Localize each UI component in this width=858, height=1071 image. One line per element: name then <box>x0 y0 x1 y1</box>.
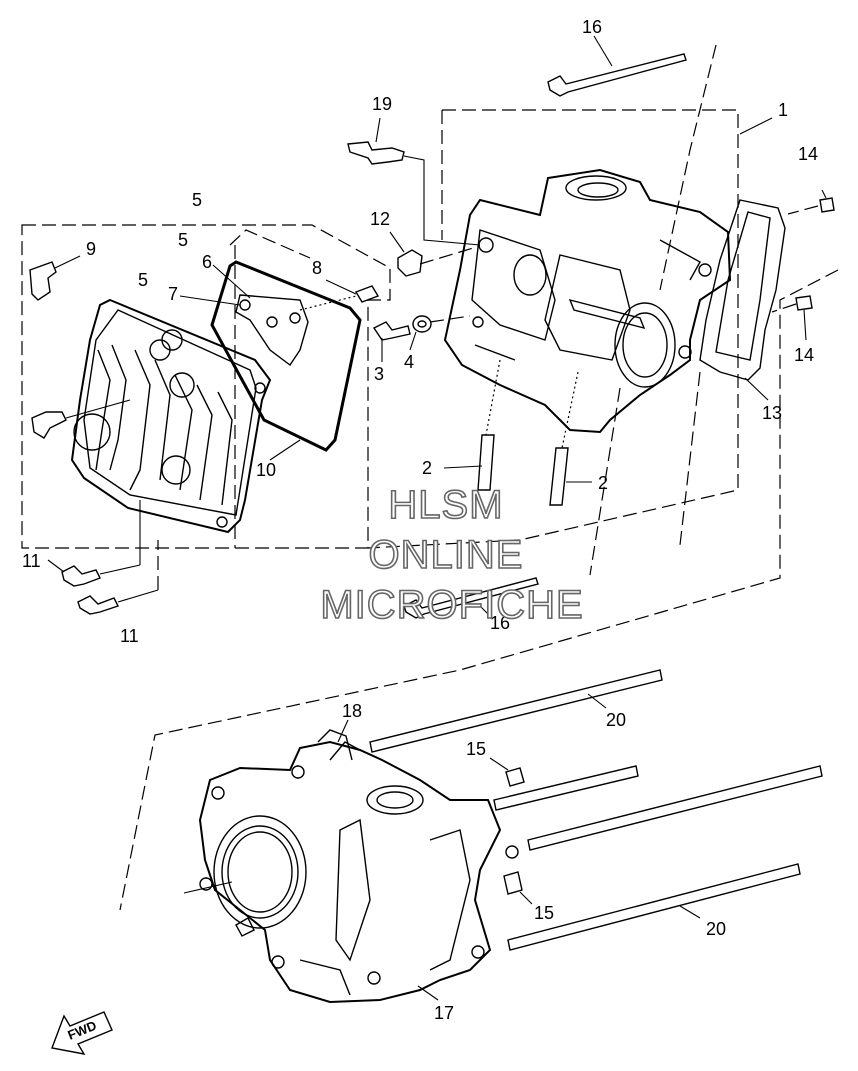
callout-16a: 16 <box>582 17 602 37</box>
studs-part-2 <box>443 359 592 506</box>
studs-part-20 <box>369 669 823 951</box>
callout-3: 3 <box>374 364 384 384</box>
callout-2b: 2 <box>598 473 608 493</box>
bolt-part-3 <box>372 321 411 362</box>
head-assembly-leader <box>739 117 773 135</box>
clip-part-9 <box>29 255 81 301</box>
callout-1: 1 <box>778 100 788 120</box>
callout-15b: 15 <box>534 903 554 923</box>
bolts-part-16 <box>403 35 687 619</box>
watermark-line-2: ONLINE <box>369 533 524 577</box>
callout-8: 8 <box>312 258 322 278</box>
callout-5b: 5 <box>178 230 188 250</box>
cap-part-12 <box>389 231 481 277</box>
callout-6: 6 <box>202 252 212 272</box>
head-cover <box>70 298 272 534</box>
forward-direction-arrow: FWD <box>51 1011 113 1055</box>
callout-4: 4 <box>404 352 414 372</box>
callout-14a: 14 <box>798 144 818 164</box>
watermark: HLSM ONLINE MICROFICHE <box>320 482 584 628</box>
callout-19: 19 <box>372 94 392 114</box>
dowels-part-15 <box>489 757 533 905</box>
callout-18: 18 <box>342 701 362 721</box>
callout-13: 13 <box>762 403 782 423</box>
bolt-part-8 <box>299 279 380 311</box>
callout-11b: 11 <box>120 626 139 646</box>
callout-11a: 11 <box>22 551 41 571</box>
group-outlines <box>21 44 839 911</box>
alignment-lines <box>589 371 701 576</box>
washer-part-4 <box>409 315 471 351</box>
bolts-part-11 <box>47 500 159 615</box>
callout-2a: 2 <box>422 458 432 478</box>
cylinder-block <box>183 729 519 1004</box>
callout-10: 10 <box>256 460 276 480</box>
gasket-part-10 <box>210 260 362 461</box>
callout-17: 17 <box>434 1003 454 1023</box>
cylinder-head <box>443 168 732 434</box>
breather-nipple <box>31 399 131 439</box>
gasket-part-13 <box>699 199 786 401</box>
bracket-parts-6-7 <box>179 264 309 367</box>
callout-9: 9 <box>86 239 96 259</box>
callout-5c: 5 <box>138 270 148 290</box>
callout-5a: 5 <box>192 190 202 210</box>
watermark-line-1: HLSM <box>388 483 503 527</box>
callout-14b: 14 <box>794 345 814 365</box>
callout-16b: 16 <box>490 613 510 633</box>
callout-15a: 15 <box>466 739 486 759</box>
spark-plug-part-19 <box>347 117 481 246</box>
callout-20b: 20 <box>706 919 726 939</box>
callout-7: 7 <box>168 284 178 304</box>
cylinder-leaders <box>337 719 439 1001</box>
callout-12: 12 <box>370 209 390 229</box>
callout-labels: 1 2 2 3 4 5 5 5 6 7 8 9 10 11 11 12 13 1… <box>22 17 818 1023</box>
watermark-line-3: MICROFICHE <box>320 583 583 627</box>
callout-20a: 20 <box>606 710 626 730</box>
dowels-part-14 <box>771 189 835 341</box>
